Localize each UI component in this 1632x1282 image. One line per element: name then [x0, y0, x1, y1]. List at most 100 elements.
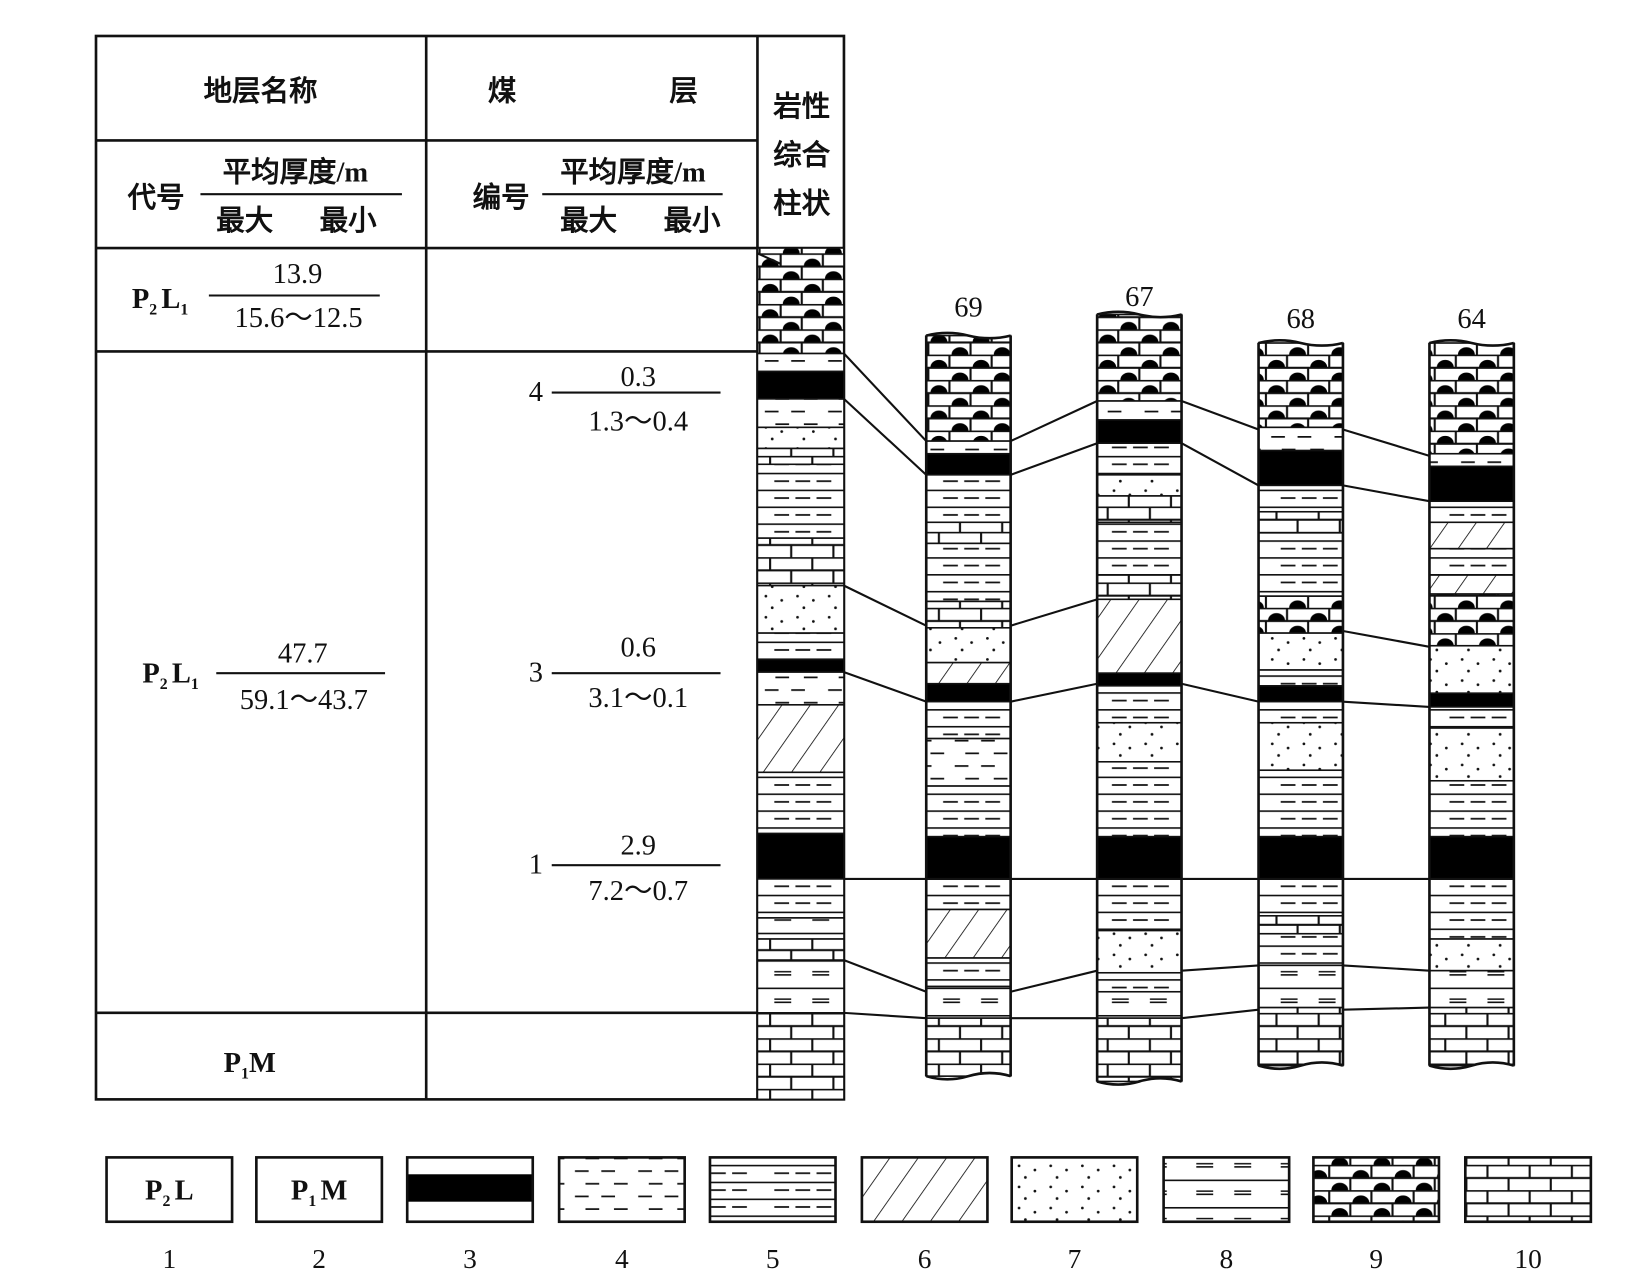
- wavy-top: [1258, 334, 1343, 346]
- borehole-column: 64: [1428, 304, 1516, 1077]
- legend-border: [1162, 1156, 1291, 1224]
- column-border: [1257, 342, 1345, 1066]
- siltstone-layer: [1257, 700, 1344, 724]
- borehole-column: 69: [924, 293, 1012, 1087]
- siltstone-layer: [1257, 769, 1344, 838]
- top-slant-mark: [757, 252, 782, 265]
- correlation-line: [843, 584, 1098, 627]
- limestone-layer: [1257, 1006, 1344, 1067]
- legend-number: 2: [312, 1244, 326, 1274]
- mudstone-layer: [756, 398, 845, 429]
- wavy-top: [926, 327, 1011, 339]
- coal-seam-header-right: 层: [669, 76, 697, 107]
- siltstone-layer: [1428, 500, 1515, 524]
- legend-item-mudstone: 4: [557, 1156, 686, 1274]
- mudstone-layer: [925, 737, 1012, 787]
- siltstone-layer: [756, 463, 845, 539]
- coal-layer: [1257, 449, 1344, 487]
- legend-border: [557, 1156, 686, 1224]
- legend-item-hatched: 6: [860, 1156, 989, 1274]
- legend-number: 3: [463, 1244, 477, 1274]
- legend-border: [105, 1156, 234, 1224]
- sandstone-layer: [1428, 938, 1515, 972]
- sandstone-layer: [756, 584, 845, 634]
- legend-border: [1312, 1156, 1441, 1224]
- seam-number-label: 编号: [473, 181, 530, 214]
- siltstone-layer: [1096, 878, 1183, 932]
- legend-item-limestone: 10: [1464, 1156, 1593, 1274]
- seam-id: 4: [529, 377, 543, 408]
- wavy-top-edge: [1096, 310, 1182, 319]
- borehole-label: 67: [1125, 282, 1153, 313]
- limestone-layer: [1257, 915, 1344, 935]
- limestone-layer: [756, 447, 845, 466]
- hatched-rock-layer: [1096, 598, 1183, 674]
- avg-thickness-label: 平均厚度/m: [223, 157, 369, 189]
- siltstone-layer: [925, 474, 1012, 524]
- nodular-limestone-layer: [756, 247, 845, 355]
- seam-min-label: 最小: [664, 205, 721, 237]
- sandstone-layer: [1428, 644, 1515, 695]
- argillaceous-rock-layer: [756, 959, 845, 1014]
- nodular-limestone-layer: [1428, 342, 1515, 455]
- limestone-layer: [1096, 574, 1183, 601]
- column-border: [924, 335, 1012, 1077]
- mudstone-layer: [756, 352, 845, 373]
- sandstone-layer: [1096, 721, 1183, 763]
- mudstone-layer: [1428, 452, 1515, 468]
- seam-range: 7.2～0.7: [588, 876, 688, 907]
- coal-layer: [1428, 465, 1515, 503]
- seam-range: 3.1～0.1: [588, 683, 688, 714]
- legend-number: 10: [1514, 1244, 1541, 1274]
- borehole-column: 67: [1095, 282, 1183, 1092]
- coal-layer: [925, 682, 1012, 703]
- coal-layer: [925, 452, 1012, 476]
- siltstone-layer: [1428, 547, 1515, 576]
- coal-layer: [1257, 835, 1344, 880]
- correlation-line: [1342, 629, 1430, 648]
- borehole-label: 68: [1287, 304, 1315, 335]
- coal-seam-label: 12.97.2～0.7: [529, 831, 721, 907]
- limestone-layer: [1096, 1017, 1183, 1083]
- legend-number: 7: [1068, 1244, 1082, 1274]
- seam-avg: 0.3: [620, 362, 656, 393]
- legend-number: 8: [1220, 1244, 1234, 1274]
- stratum-range: 15.6～12.5: [234, 303, 362, 334]
- correlation-line: [843, 352, 1430, 457]
- seam-id: 1: [529, 850, 543, 881]
- coal-layer: [1257, 685, 1344, 703]
- stratum-code: P1M: [224, 1048, 276, 1082]
- legend-swatch: [559, 1157, 685, 1222]
- code-label: 代号: [127, 182, 185, 214]
- legend-border: [405, 1156, 535, 1224]
- sandstone-layer: [1428, 727, 1515, 782]
- sandstone-layer: [1257, 632, 1344, 671]
- siltstone-layer: [1257, 532, 1344, 597]
- siltstone-layer: [1257, 484, 1344, 513]
- correlation-line: [843, 671, 1430, 708]
- coal-layer: [756, 832, 845, 880]
- siltstone-layer: [925, 878, 1012, 911]
- limestone-layer: [925, 600, 1012, 629]
- argillaceous-rock-layer: [756, 917, 845, 940]
- limestone-layer: [1428, 1006, 1515, 1067]
- siltstone-layer: [1257, 932, 1344, 967]
- nodular-limestone-layer: [1096, 313, 1183, 402]
- wavy-top: [1429, 334, 1514, 346]
- nodular-limestone-layer: [925, 334, 1012, 442]
- legend-number: 9: [1369, 1244, 1383, 1274]
- wavy-bottom-edge: [1429, 1061, 1515, 1071]
- coal-seam-label: 30.63.1～0.1: [529, 632, 721, 714]
- wavy-bottom-edge: [1096, 1076, 1182, 1086]
- legend-swatch: [861, 1157, 988, 1222]
- stratum-row: P1M: [224, 1048, 276, 1082]
- stratum-avg: 47.7: [278, 639, 328, 670]
- argillaceous-rock-layer: [1257, 964, 1344, 1009]
- lithology-header-line3: 柱状: [773, 188, 830, 220]
- stratum-avg: 13.9: [273, 259, 323, 290]
- legend-item-siltstone: 5: [708, 1156, 837, 1274]
- limestone-layer: [925, 521, 1012, 545]
